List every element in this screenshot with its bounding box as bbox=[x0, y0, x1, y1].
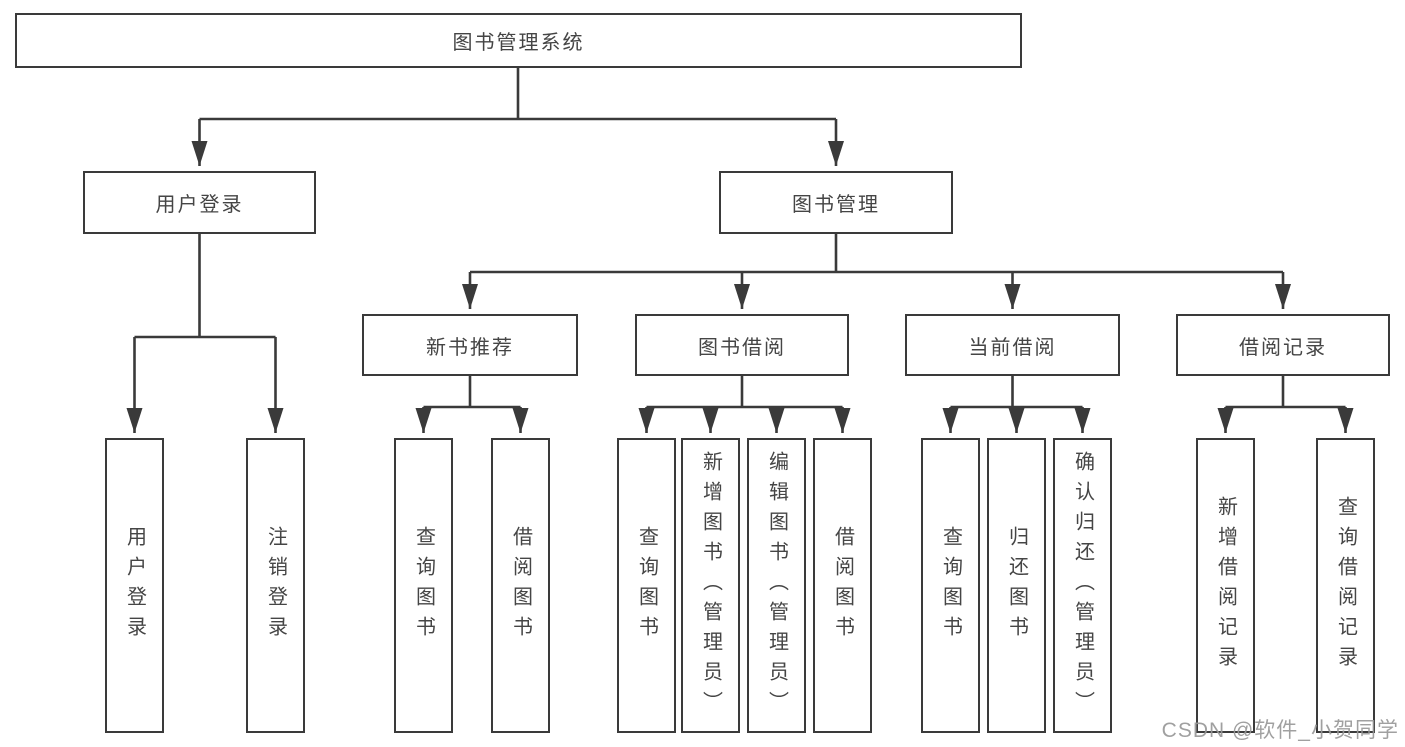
leaf-records-add-record: 新增借阅记录 bbox=[1196, 438, 1255, 733]
leaf-recommend-borrow-book: 借阅图书 bbox=[491, 438, 550, 733]
leaf-current-return-book: 归还图书 bbox=[987, 438, 1046, 733]
node-book-borrowing: 图书借阅 bbox=[635, 314, 849, 376]
node-borrowing-records: 借阅记录 bbox=[1176, 314, 1390, 376]
leaf-recommend-query-book: 查询图书 bbox=[394, 438, 453, 733]
node-library-system: 图书管理系统 bbox=[15, 13, 1022, 68]
leaf-current-query-book: 查询图书 bbox=[921, 438, 980, 733]
leaf-user-login: 用户登录 bbox=[105, 438, 164, 733]
node-book-management: 图书管理 bbox=[719, 171, 953, 234]
node-new-book-recommendation: 新书推荐 bbox=[362, 314, 578, 376]
leaf-borrowing-edit-book-admin: 编辑图书（管理员） bbox=[747, 438, 806, 733]
leaf-current-confirm-return-admin: 确认归还（管理员） bbox=[1053, 438, 1112, 733]
leaf-borrowing-borrow-book: 借阅图书 bbox=[813, 438, 872, 733]
node-current-borrowing: 当前借阅 bbox=[905, 314, 1120, 376]
leaf-borrowing-add-book-admin: 新增图书（管理员） bbox=[681, 438, 740, 733]
node-user-login: 用户登录 bbox=[83, 171, 316, 234]
leaf-borrowing-query-book: 查询图书 bbox=[617, 438, 676, 733]
csdn-watermark: CSDN @软件_小贺同学 bbox=[1161, 719, 1399, 742]
leaf-records-query-record: 查询借阅记录 bbox=[1316, 438, 1375, 733]
leaf-logout-login: 注销登录 bbox=[246, 438, 305, 733]
